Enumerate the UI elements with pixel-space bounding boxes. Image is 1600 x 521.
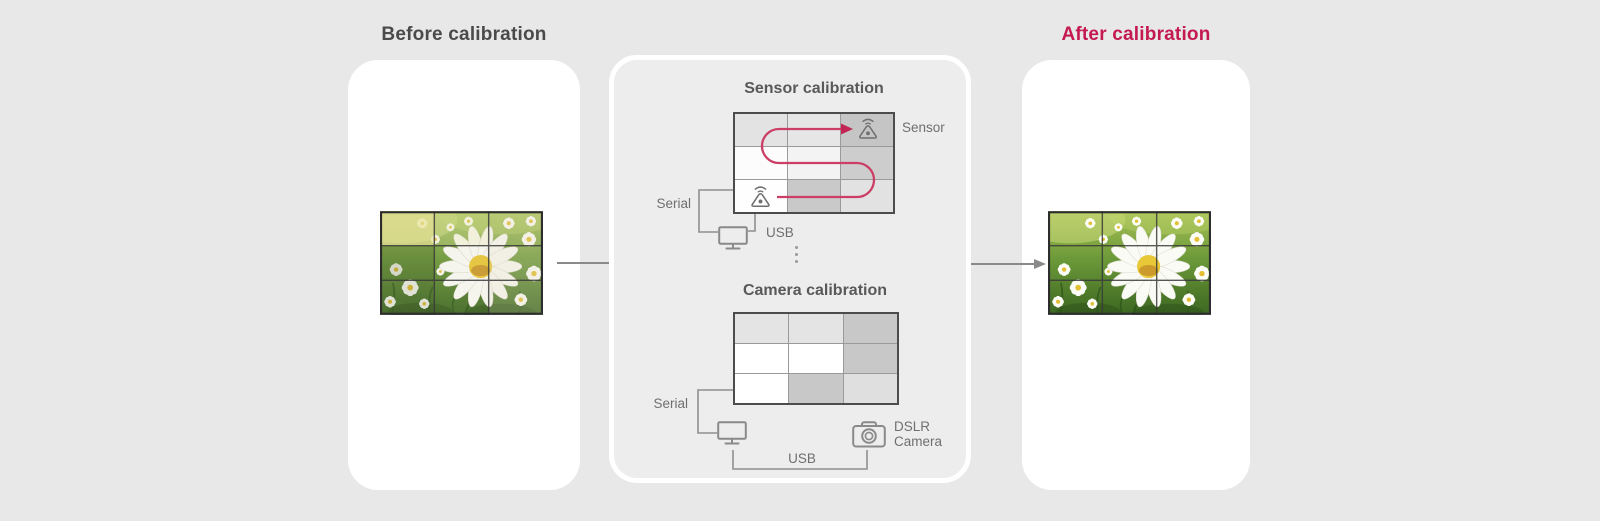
wall-display-cell [788,147,840,179]
wall-display-cell [735,344,789,373]
vertical-ellipsis-icon [795,246,798,263]
wall-display-cell [843,314,897,343]
usb-label: USB [766,225,794,240]
pc-monitor-icon [717,421,747,445]
wall-display-cell [841,180,893,212]
wall-display-cell [735,147,787,179]
serial-label: Serial [653,396,688,411]
camera-wall-grid [733,312,899,405]
wall-display-cell [735,374,789,403]
before-calibration-title: Before calibration [381,24,547,45]
calibration-panel: Sensor calibration Sensor Serial USB Cam… [609,55,971,483]
wall-display-cell [735,314,789,343]
usb-label: USB [788,451,816,466]
wall-display-cell [788,114,840,146]
video-wall-after-image [1048,211,1211,315]
pc-monitor-icon [718,226,748,250]
sensor-device-icon [858,118,878,139]
wall-display-cell [789,374,843,403]
sensor-calibration-title: Sensor calibration [744,80,884,97]
video-wall-before-image [380,211,543,315]
dslr-camera-icon [852,421,886,448]
wall-display-cell [789,314,843,343]
sensor-device-icon [751,186,770,208]
camera-calibration-title: Camera calibration [742,282,888,299]
wall-display-cell [843,374,897,403]
wall-display-cell [841,147,893,179]
serial-label: Serial [656,196,691,211]
dslr-camera-label: DSLR Camera [894,419,943,449]
wall-display-cell [789,344,843,373]
sensor-label: Sensor [902,120,945,135]
wall-display-cell [843,344,897,373]
wall-display-cell [735,114,787,146]
after-calibration-title: After calibration [1061,24,1211,45]
wall-display-cell [788,180,840,212]
